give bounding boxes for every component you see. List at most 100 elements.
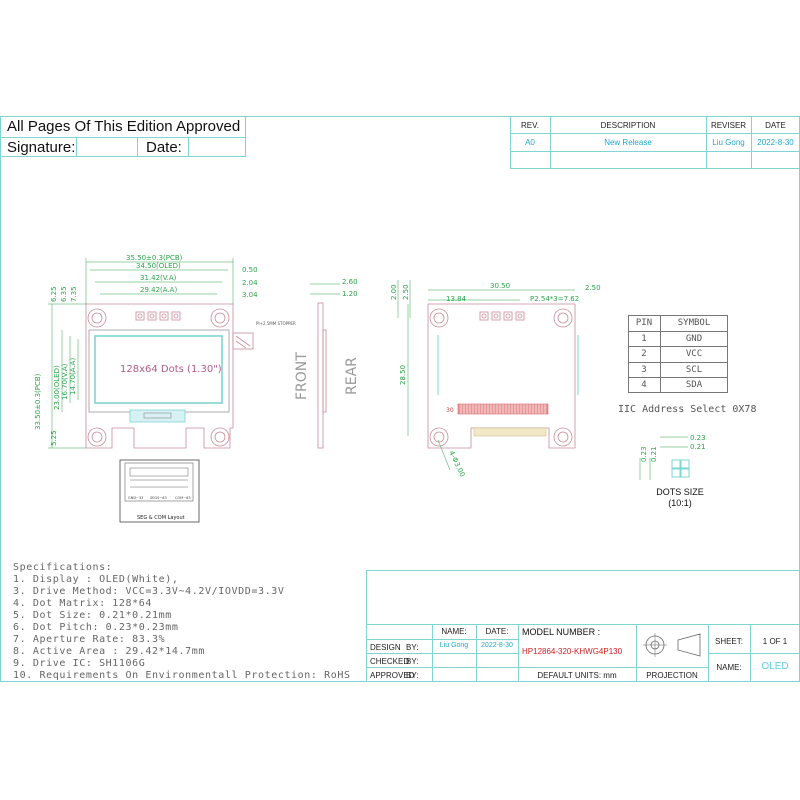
front-view bbox=[85, 303, 254, 449]
description-value: New Release bbox=[604, 138, 652, 147]
pin-4: 4 bbox=[641, 380, 647, 390]
dim-left-735: 7.35 bbox=[70, 286, 78, 302]
default-units: DEFAULT UNITS: mm bbox=[537, 671, 617, 680]
screen-label: 128x64 Dots (1.30") bbox=[120, 364, 222, 375]
title-block-vline bbox=[432, 624, 433, 682]
approved-text: All Pages Of This Edition Approved bbox=[7, 118, 241, 135]
pin-table-line-2 bbox=[628, 346, 728, 347]
title-block-vline-6 bbox=[750, 624, 751, 682]
dots-dim-a: 0.23 bbox=[690, 434, 706, 442]
rear-view bbox=[427, 303, 576, 449]
checked-by: BY: bbox=[406, 657, 419, 666]
dim-right-204: 2.04 bbox=[242, 279, 258, 287]
revision-col-2 bbox=[706, 116, 707, 169]
front-ic bbox=[129, 409, 186, 423]
reviser-header: REVISER bbox=[710, 121, 747, 130]
date-value: 2022-8-30 bbox=[757, 138, 794, 147]
front-hole-tl bbox=[87, 308, 107, 328]
revision-row-line bbox=[510, 133, 800, 134]
dim-pcb-height: 33.50±0.3(PCB) bbox=[34, 373, 42, 430]
design-by: BY: bbox=[406, 643, 419, 652]
model-value: HP12864-320-KHWG4P130 bbox=[522, 647, 623, 656]
spec-item: 6. Dot Pitch: 0.23*0.23mm bbox=[13, 622, 179, 633]
dots-diagram bbox=[639, 436, 688, 480]
title-block-hline bbox=[366, 624, 800, 625]
projection-label: PROJECTION bbox=[646, 671, 698, 680]
symbol-4: SDA bbox=[685, 380, 703, 390]
revision-col-3 bbox=[751, 116, 752, 169]
design-label: DESIGN bbox=[370, 643, 401, 652]
front-pcb-outline bbox=[85, 303, 234, 449]
sheet-label: SHEET: bbox=[714, 637, 743, 646]
rear-dim-width: 30.50 bbox=[490, 282, 510, 290]
front-hole-bl bbox=[87, 427, 107, 447]
iic-address: IIC Address Select 0X78 bbox=[618, 404, 757, 415]
side-dim-second: 1.20 bbox=[342, 290, 358, 298]
front-hole-br bbox=[210, 427, 230, 447]
seg-com-box bbox=[119, 459, 200, 523]
name-header: NAME: bbox=[441, 627, 467, 636]
pin-1: 1 bbox=[641, 334, 647, 344]
rear-dim-height: 28.50 bbox=[399, 365, 407, 385]
title-block-hline-3 bbox=[366, 653, 518, 654]
rear-pin-count: 30 bbox=[446, 407, 454, 414]
dim-left-625: 6.25 bbox=[50, 286, 58, 302]
title-block-hline-5 bbox=[708, 653, 800, 654]
rear-label: REAR bbox=[344, 357, 360, 395]
spec-item: 8. Active Area : 29.42*14.7mm bbox=[13, 646, 205, 657]
reviser-value: Liu Gong bbox=[712, 138, 745, 147]
front-screen bbox=[94, 335, 223, 404]
front-hole-tr bbox=[210, 308, 230, 328]
side-dim-top: 2.60 bbox=[342, 278, 358, 286]
pin-table-line-3 bbox=[628, 362, 728, 363]
rev-header: REV. bbox=[521, 121, 539, 130]
pin-table-col bbox=[660, 315, 661, 393]
date-header: DATE bbox=[765, 121, 786, 130]
signature-label: Signature: bbox=[7, 139, 76, 156]
dots-dim-b: 0.21 bbox=[690, 443, 706, 451]
pin-table bbox=[628, 315, 728, 393]
fpc-label: PI+2.5MM STOPPER bbox=[256, 321, 296, 326]
dim-right-304: 3.04 bbox=[242, 291, 258, 299]
approved-label: APPROVED bbox=[370, 671, 415, 680]
design-date: 2022-8-30 bbox=[481, 642, 513, 649]
dots-dim-c: 0.23 bbox=[640, 446, 648, 462]
rear-dim-top-a: 2.00 bbox=[390, 284, 398, 300]
dim-left-635: 6.35 bbox=[60, 286, 68, 302]
date-label: Date: bbox=[146, 139, 182, 156]
checked-label: CHECKED bbox=[370, 657, 410, 666]
dim-aa-height: 14.70(A.A) bbox=[69, 358, 77, 395]
symbol-2: VCC bbox=[685, 349, 703, 359]
spec-item: 4. Dot Matrix: 128*64 bbox=[13, 598, 153, 609]
pin-2: 2 bbox=[641, 349, 647, 359]
symbol-3: SCL bbox=[685, 365, 703, 375]
rear-dim-right: 2.50 bbox=[585, 284, 601, 292]
spec-title: Specifications: bbox=[13, 562, 113, 573]
dim-bottom-525: 5.25 bbox=[50, 430, 58, 446]
rev-value: A0 bbox=[525, 138, 535, 147]
dim-oled-height: 23.00(OLED) bbox=[53, 365, 61, 410]
front-fpc bbox=[232, 332, 254, 350]
description-header: DESCRIPTION bbox=[600, 121, 656, 130]
design-name: Liu Gong bbox=[439, 642, 469, 649]
pin-header: PIN bbox=[635, 318, 653, 328]
dots-scale: (10:1) bbox=[668, 498, 692, 508]
name-value: OLED bbox=[761, 661, 789, 672]
symbol-header: SYMBOL bbox=[677, 318, 711, 328]
title-block-vline-3 bbox=[518, 624, 519, 682]
dots-title: DOTS SIZE bbox=[656, 487, 704, 497]
title-block-vline-4 bbox=[636, 624, 637, 682]
title-block-vline-5 bbox=[708, 624, 709, 682]
layout-caption: SEG & COM Layout bbox=[137, 515, 185, 521]
dim-pcb-width: 35.50±0.3(PCB) bbox=[126, 254, 183, 262]
dim-right-050: 0.50 bbox=[242, 266, 258, 274]
dim-aa-width: 29.42(A.A) bbox=[140, 286, 177, 294]
rear-dim-top-b: 2.50 bbox=[402, 284, 410, 300]
spec-item: 9. Drive IC: SH1106G bbox=[13, 658, 146, 669]
sheet-value: 1 OF 1 bbox=[762, 637, 788, 646]
model-label: MODEL NUMBER : bbox=[522, 627, 601, 637]
spec-item: 3. Drive Method: VCC=3.3V~4.2V/IOVDD=3.3… bbox=[13, 586, 285, 597]
rear-dim-hole: 4-Φ3.00 bbox=[447, 449, 466, 478]
layout-label-3: COM~63 bbox=[175, 496, 191, 500]
